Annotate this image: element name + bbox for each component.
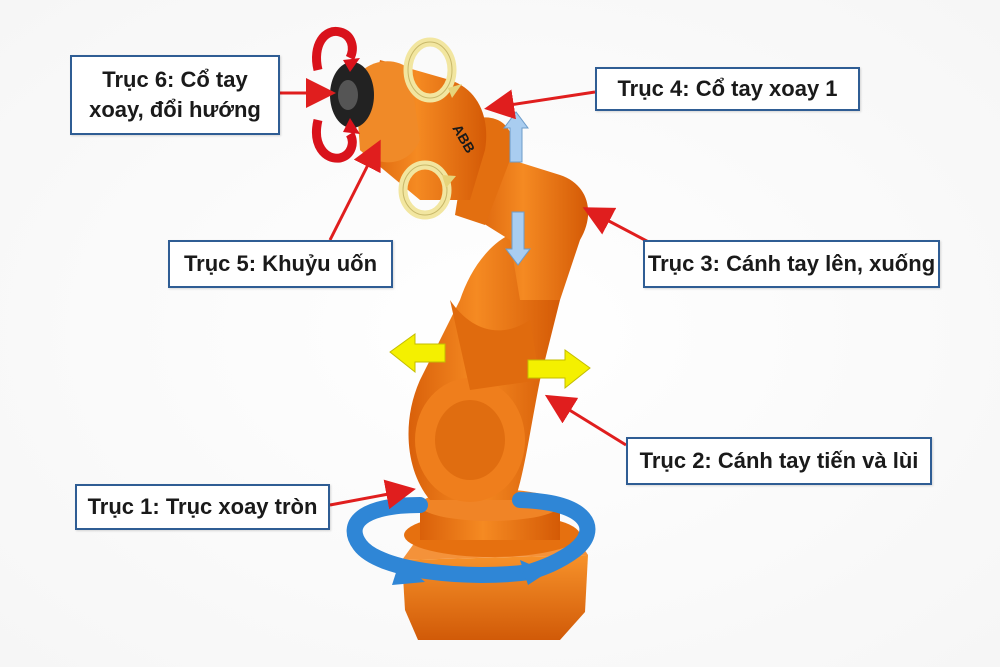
label-axis1-base-rotation: Trục 1: Trục xoay tròn: [75, 484, 330, 530]
robot-wrist: ABB: [330, 60, 487, 200]
label-axis6-line1: Trục 6: Cổ tay: [102, 67, 248, 92]
axis2-pointer: [544, 394, 627, 447]
axis3-movement-icon: [503, 111, 531, 266]
label-axis4-wrist-rotate-1: Trục 4: Cổ tay xoay 1: [595, 67, 860, 111]
axis4-pointer: [484, 89, 596, 120]
axis2-movement-icon: [389, 333, 591, 390]
axis6-rotation-icon: [312, 26, 360, 163]
axis5-rotation-icon: [398, 160, 456, 220]
label-axis3-arm-up-down: Trục 3: Cánh tay lên, xuống: [643, 240, 940, 288]
axis4-rotation-icon: [403, 37, 462, 103]
axis5-pointer: [328, 139, 381, 241]
label-axis6-line2: xoay, đổi hướng: [89, 97, 261, 122]
axis1-rotation-icon: [346, 492, 596, 585]
label-axis6-wrist-rotate: Trục 6: Cổ tay xoay, đổi hướng: [70, 55, 280, 135]
label-axis5-elbow-bend: Trục 5: Khuỷu uốn: [168, 240, 393, 288]
axis1-pointer: [329, 479, 416, 510]
label-axis2-arm-forward-back: Trục 2: Cánh tay tiến và lùi: [626, 437, 932, 485]
